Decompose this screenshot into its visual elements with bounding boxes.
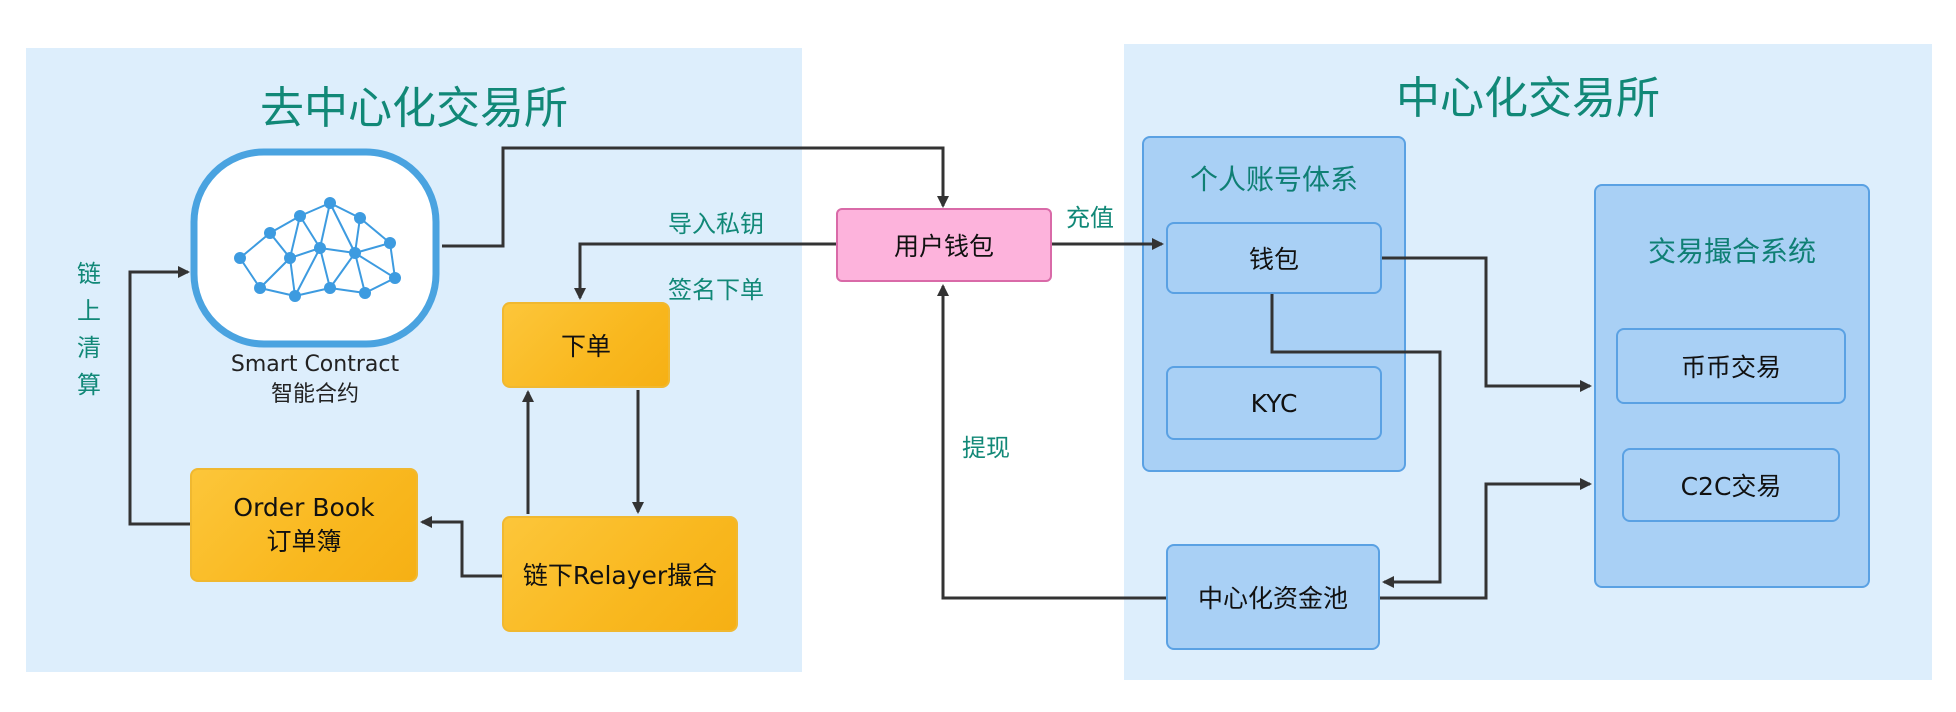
arrow-contract-to-wallet [442, 146, 949, 248]
fund-pool-box: 中心化资金池 [1166, 544, 1380, 650]
wallet-label: 钱包 [1248, 245, 1299, 274]
place-order-label: 下单 [560, 332, 611, 361]
spot-trading-label: 币币交易 [1680, 353, 1781, 382]
c2c-trading-box: C2C交易 [1622, 448, 1840, 522]
smart-contract-caption: Smart Contract 智能合约 [190, 350, 440, 410]
settlement-label: 链上清算 [77, 260, 101, 399]
withdraw-label: 提现 [962, 434, 1010, 462]
smart-contract-label-zh: 智能合约 [270, 382, 359, 407]
kyc-box: KYC [1166, 366, 1382, 440]
order-book-label-zh: 订单簿 [266, 527, 342, 556]
arrow-wallet-to-fundpool [1270, 294, 1442, 588]
dex-title: 去中心化交易所 [260, 83, 568, 134]
smart-contract-label-en: Smart Contract [230, 352, 400, 377]
user-wallet-box: 用户钱包 [836, 208, 1052, 282]
matching-system-title: 交易撮合系统 [1647, 235, 1816, 268]
user-wallet-label: 用户钱包 [893, 232, 994, 261]
order-book-box: Order Book 订单簿 [190, 468, 418, 582]
relayer-label: 链下Relayer撮合 [522, 561, 718, 590]
c2c-trading-label: C2C交易 [1680, 472, 1782, 501]
arrow-wallet-to-order [574, 242, 836, 300]
import-key-label: 导入私钥 [668, 210, 764, 238]
relayer-box: 链下Relayer撮合 [502, 516, 738, 632]
cex-title: 中心化交易所 [1396, 73, 1660, 124]
arrow-wallet-to-matching [1382, 256, 1592, 392]
kyc-label: KYC [1250, 388, 1298, 418]
place-order-box: 下单 [502, 302, 670, 388]
spot-trading-box: 币币交易 [1616, 328, 1846, 404]
recharge-label: 充值 [1066, 204, 1114, 232]
smart-contract-icon [190, 148, 440, 348]
fund-pool-label: 中心化资金池 [1197, 584, 1348, 613]
arrow-orderbook-to-contract [128, 266, 190, 526]
sign-order-label: 签名下单 [668, 276, 764, 304]
order-book-label-en: Order Book [233, 493, 375, 522]
wallet-box: 钱包 [1166, 222, 1382, 294]
arrow-fundpool-to-userwallet [937, 284, 1166, 600]
account-system-title: 个人账号体系 [1189, 163, 1358, 196]
arrow-fundpool-to-matching [1380, 478, 1592, 600]
arrow-relayer-to-orderbook [420, 516, 502, 578]
